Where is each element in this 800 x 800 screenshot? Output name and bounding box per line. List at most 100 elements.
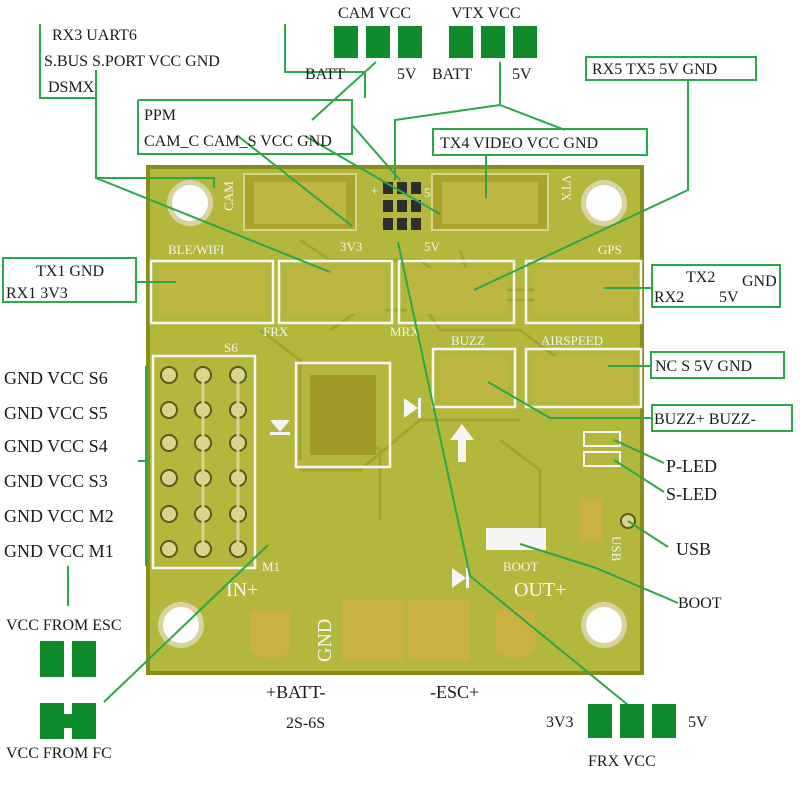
silk-gps: GPS [598,242,622,257]
label-cam-vcc: CAM VCC [338,5,411,22]
board-surface [150,169,640,671]
label-output-s4: GND VCC S4 [4,436,108,456]
label-vtx-vcc: VTX VCC [451,5,521,22]
swatch-cam-2 [366,26,390,58]
swatch-vtx-2 [481,26,505,58]
hole-br [586,607,622,643]
label-s-led: S-LED [666,484,717,504]
label-uart6-line1: RX3 UART6 [52,27,137,44]
label-cam-pins: CAM_C CAM_S VCC GND [144,133,332,150]
label-rx2-5v: 5V [719,289,739,306]
outline-frx [277,259,394,325]
swatch-vtx-3 [513,26,537,58]
silk-gnd: GND [314,619,336,662]
servo-header-pins [160,366,247,558]
silk-five: 5 [424,185,431,200]
label-boot: BOOT [678,595,722,612]
label-batt-main: +BATT- [266,682,326,702]
silk-out-plus: OUT+ [514,579,566,601]
hole-tr [586,185,622,221]
swatch-fc-bridge [60,714,76,728]
label-vcc-from-fc: VCC FROM FC [6,745,112,762]
swatch-cam-1 [334,26,358,58]
label-output-m2: GND VCC M2 [4,506,114,526]
label-frx-5v: 5V [688,714,708,731]
silk-plus: + [371,183,378,198]
silk-5v: 5V [424,239,441,254]
swatch-cam-3 [398,26,422,58]
silk-buzz: BUZZ [451,333,485,348]
arrow-up [450,424,474,440]
silkscreen-labels: CAM VTX + 5 3V3 5V BLE/WIFI GPS FRX MRX … [168,175,624,662]
silk-mrx: MRX [390,324,420,339]
connector-vtx [431,173,549,231]
callout-lines [2,24,793,706]
connector-outlines [149,259,643,570]
outline-gps [524,259,643,325]
silk-usb: USB [609,536,624,562]
label-buzz: BUZZ+ BUZZ- [654,411,756,428]
label-batt-left: BATT [305,66,345,83]
led-outlines [583,431,621,467]
mounting-holes [158,180,627,648]
outline-mrx [397,259,516,325]
outline-mcu [294,361,392,469]
swatch-vtx-1 [449,26,473,58]
outline-ble-wifi [149,259,275,325]
label-batt-right: BATT [432,66,472,83]
swatch-esc-2 [72,641,96,677]
swatch-frx-3 [652,704,676,738]
power-pads [250,498,636,662]
swatch-frx-2 [620,704,644,738]
swatch-esc-1 [40,641,64,677]
label-usb: USB [676,539,711,559]
label-airspeed: NC S 5V GND [655,358,752,375]
mcu-chip [310,375,376,455]
silk-3v3: 3V3 [340,239,362,254]
label-5v-left: 5V [397,66,417,83]
label-batt-range: 2S-6S [286,715,325,732]
label-p-led: P-LED [666,456,717,476]
label-rx2: RX2 [654,289,684,306]
label-5v-right: 5V [512,66,532,83]
label-rx5: RX5 TX5 5V GND [592,61,717,78]
label-output-m1: GND VCC M1 [4,541,114,561]
label-vcc-from-esc: VCC FROM ESC [6,617,122,634]
silk-in-plus: IN+ [226,579,258,601]
pin-swatches [40,26,676,739]
label-ppm: PPM [144,107,176,124]
label-esc-main: -ESC+ [430,682,479,702]
label-tx1-line2: RX1 3V3 [6,285,68,302]
silk-vtx: VTX [559,175,574,202]
label-output-s5: GND VCC S5 [4,403,108,423]
label-output-s6: GND VCC S6 [4,368,108,388]
outline-airspeed [524,347,643,409]
label-tx2: TX2 [686,269,715,286]
label-tx4: TX4 VIDEO VCC GND [440,135,598,152]
silk-m1: M1 [262,559,280,574]
diode-symbols [270,398,474,588]
label-output-s3: GND VCC S3 [4,471,108,491]
boot-button-pad [486,528,546,550]
silk-airspeed: AIRSPEED [541,333,603,348]
callout-text: CAM VCC VTX VCC BATT 5V BATT 5V RX3 UART… [4,5,777,770]
silk-boot: BOOT [503,559,538,574]
swatch-frx-1 [588,704,612,738]
label-frx-3v3: 3V3 [546,714,574,731]
outline-buzz [431,347,517,409]
silk-ble-wifi: BLE/WIFI [168,242,224,257]
label-frx-vcc: FRX VCC [588,753,656,770]
silk-frx: FRX [263,324,289,339]
label-tx1-line1: TX1 GND [36,263,104,280]
jumper-pads-top [383,182,421,230]
outline-motor-header [151,354,257,570]
label-uart6-line2: S.BUS S.PORT VCC GND [44,53,220,70]
hole-bl [163,607,199,643]
connector-cam [243,173,357,231]
label-uart6-line3: DSMX [48,79,95,96]
usb-pads [580,498,602,542]
label-rx2-gnd: GND [742,273,777,290]
connector-pads [160,268,634,400]
silk-s6: S6 [224,340,238,355]
